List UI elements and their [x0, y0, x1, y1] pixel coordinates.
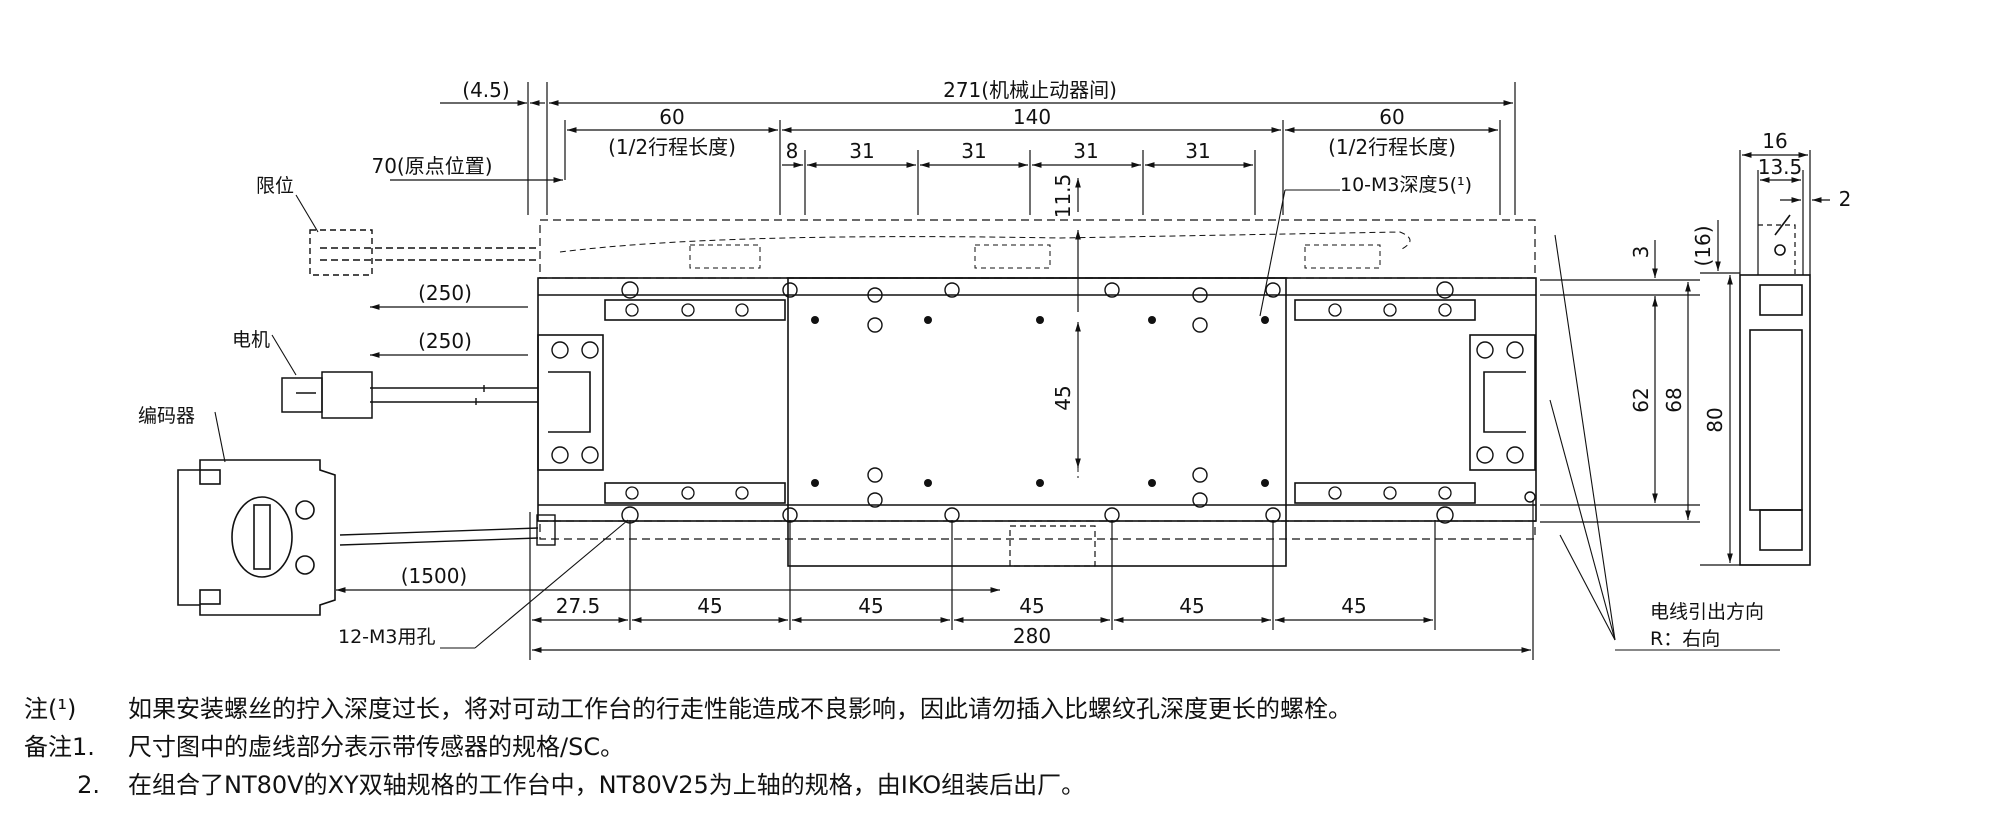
dim-45-5: 45	[1341, 594, 1366, 618]
extension-lines	[527, 82, 1811, 660]
label-cable-dir-1: 电线引出方向	[1650, 601, 1764, 623]
dimension-lines	[336, 100, 1830, 653]
note-text: 如果安装螺丝的拧入深度过长，将对可动工作台的行走性能造成不良影响，因此请勿插入比…	[128, 695, 1352, 723]
note-1: 注(¹) 如果安装螺丝的拧入深度过长，将对可动工作台的行走性能造成不良影响，因此…	[24, 690, 1352, 728]
label-tap-holes: 10-M3深度5(¹)	[1340, 174, 1472, 196]
dim-4-5: (4.5)	[462, 78, 509, 102]
dim-45-center: 45	[1051, 385, 1075, 410]
dim-60-left: 60	[659, 105, 684, 129]
notes-block: 注(¹) 如果安装螺丝的拧入深度过长，将对可动工作台的行走性能造成不良影响，因此…	[24, 690, 1352, 804]
dim-140: 140	[1013, 105, 1051, 129]
half-stroke-right: (1/2行程长度)	[1328, 135, 1456, 159]
dim-16-paren: (16)	[1691, 225, 1715, 266]
note-text: 尺寸图中的虚线部分表示带传感器的规格/SC。	[128, 733, 625, 761]
label-motor: 电机	[232, 329, 270, 351]
dim-2: 2	[1839, 187, 1852, 211]
side-view	[1739, 214, 1811, 566]
dim-3: 3	[1629, 246, 1653, 259]
dim-27-5: 27.5	[556, 594, 601, 618]
note-text: 在组合了NT80V的XY双轴规格的工作台中，NT80V25为上轴的规格，由IKO…	[128, 771, 1086, 799]
dim-8: 8	[786, 139, 799, 163]
dim-13-5: 13.5	[1758, 155, 1803, 179]
note-2: 备注1. 尺寸图中的虚线部分表示带传感器的规格/SC。	[24, 728, 1352, 766]
note-key: 注(¹)	[24, 695, 77, 723]
dim-250-a: (250)	[418, 281, 472, 305]
cables	[309, 229, 556, 546]
note-key: 备注1.	[24, 733, 95, 761]
label-cable-dir-2: R：右向	[1650, 628, 1720, 650]
dim-62: 62	[1629, 387, 1653, 412]
leader-lines	[214, 189, 1780, 651]
motor-connector	[281, 371, 373, 419]
dim-45-4: 45	[1179, 594, 1204, 618]
dim-45-2: 45	[858, 594, 883, 618]
callout-labels: 限位 电机 编码器 10-M3深度5(¹) 12-M3用孔 电线引出方向 R：右…	[138, 174, 1764, 650]
dim-70: 70(原点位置)	[371, 154, 492, 178]
label-limit: 限位	[256, 175, 294, 197]
dim-11-5: 11.5	[1051, 174, 1075, 219]
holes	[551, 281, 1536, 524]
dim-68: 68	[1662, 387, 1686, 412]
dim-60-right: 60	[1379, 105, 1404, 129]
stage-top-view	[537, 219, 1537, 567]
dim-45-3: 45	[1019, 594, 1044, 618]
dim-280: 280	[1013, 624, 1051, 648]
dim-1500: (1500)	[401, 564, 468, 588]
dimension-drawing: (4.5) 271(机械止动器间) 60 140 60 (1/2行程长度) (1…	[138, 78, 1851, 660]
dim-271: 271(机械止动器间)	[943, 78, 1117, 102]
half-stroke-left: (1/2行程长度)	[608, 135, 736, 159]
note-key: 2.	[77, 771, 100, 799]
dim-31-b: 31	[961, 139, 986, 163]
rail-screws	[625, 303, 1452, 500]
dim-31-a: 31	[849, 139, 874, 163]
dim-31-c: 31	[1073, 139, 1098, 163]
dim-80: 80	[1703, 407, 1727, 432]
dimension-texts: (4.5) 271(机械止动器间) 60 140 60 (1/2行程长度) (1…	[371, 78, 1851, 648]
label-encoder: 编码器	[138, 405, 195, 427]
tap-holes	[811, 316, 1269, 487]
dim-250-b: (250)	[418, 329, 472, 353]
dim-45-1: 45	[697, 594, 722, 618]
dim-31-d: 31	[1185, 139, 1210, 163]
encoder-connector	[177, 459, 336, 616]
label-mount-holes: 12-M3用孔	[338, 626, 436, 648]
dim-16: 16	[1762, 129, 1787, 153]
note-3: 2. 在组合了NT80V的XY双轴规格的工作台中，NT80V25为上轴的规格，由…	[24, 766, 1352, 804]
